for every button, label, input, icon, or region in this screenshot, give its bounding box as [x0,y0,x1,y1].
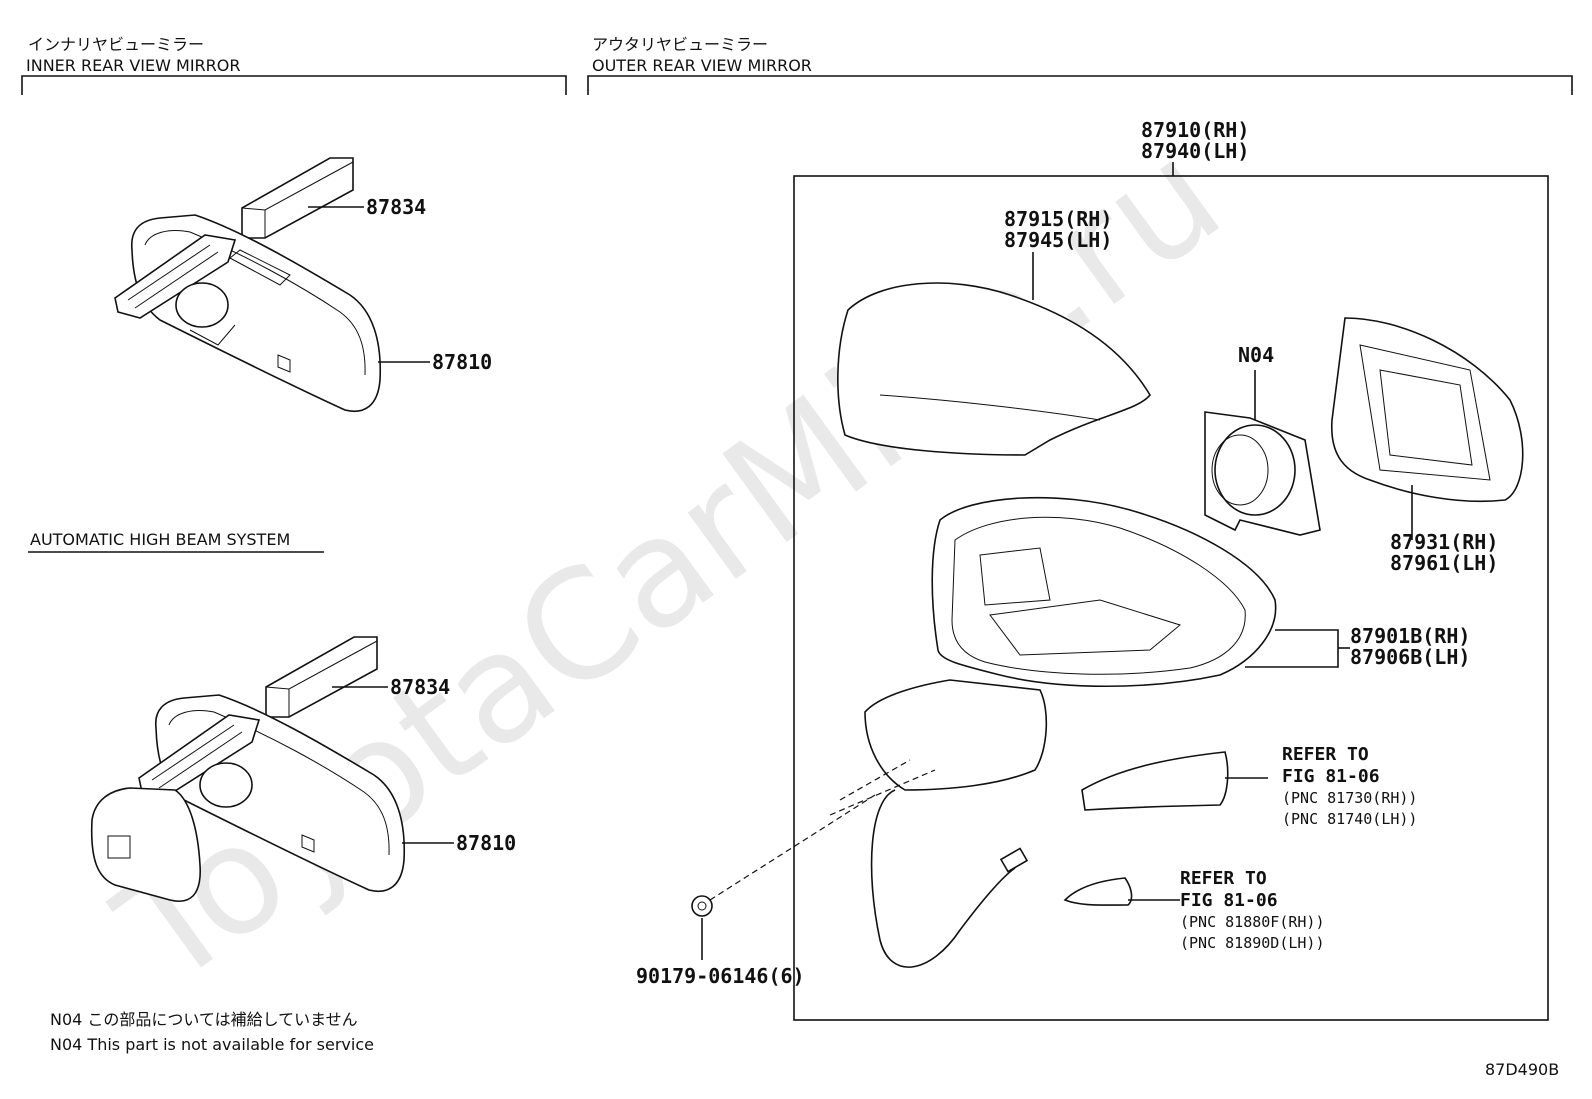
harness-connector [999,847,1029,873]
mirror-housing-87901b [931,496,1277,688]
high-beam-camera [90,787,201,902]
screw-label: 90179-06146(6) [636,964,805,988]
mirror-cover-87915 [837,282,1151,456]
assembly-label-lh: 87940(LH) [1141,139,1249,163]
outer-title-en: OUTER REAR VIEW MIRROR [592,56,812,75]
inner-mirror-body-87810 [131,214,382,412]
assembly-label-rh: 87910(RH) [1141,118,1249,142]
wire-harness [870,789,1016,968]
mirror-cover-87834 [241,157,354,239]
ref2-line1: REFER TO [1180,868,1267,889]
housing-label-rh: 87901B(RH) [1350,624,1470,648]
inner-mirror-drawing-bottom [90,636,406,902]
part-label-87810-bottom: 87810 [456,831,516,855]
assembly-box [793,175,1549,1021]
inner-mirror-drawing-top [114,157,382,412]
glass-label-lh: 87961(LH) [1390,551,1498,575]
note-en: N04 This part is not available for servi… [50,1035,374,1054]
ref1-line4: (PNC 81740(LH)) [1282,810,1417,828]
note-jp: N04 この部品については補給していません [50,1010,358,1029]
ref1-line2: FIG 81-06 [1282,766,1380,787]
inner-mirror-section: インナリヤビューミラー INNER REAR VIEW MIRROR 87834… [21,35,567,1054]
screw-nut [691,895,713,917]
mirror-base [864,679,1048,791]
outer-section-bracket [587,75,1573,95]
cover-label-lh: 87945(LH) [1004,228,1112,252]
turn-signal-lens [1081,751,1229,811]
ref1-line1: REFER TO [1282,744,1369,765]
part-label-87834-top: 87834 [366,195,426,219]
ref2-line2: FIG 81-06 [1180,890,1278,911]
inner-title-en: INNER REAR VIEW MIRROR [26,56,241,75]
cover-label-rh: 87915(RH) [1004,207,1112,231]
glass-label-rh: 87931(RH) [1390,530,1498,554]
inner-title-jp: インナリヤビューミラー [28,35,204,54]
screw-dashed-leaders [709,759,936,901]
mirror-glass-87931 [1330,317,1524,503]
side-lamp [1063,877,1133,906]
mirror-mount-bracket [114,234,237,319]
part-label-87810-top: 87810 [432,350,492,374]
inner-section-bracket [21,75,567,95]
motor-label: N04 [1238,343,1274,367]
ref2-line3: (PNC 81880F(RH)) [1180,913,1325,931]
housing-label-lh: 87906B(LH) [1350,645,1470,669]
outer-mirror-section: アウタリヤビューミラー OUTER REAR VIEW MIRROR 87910… [587,35,1573,1021]
ref2-line4: (PNC 81890D(LH)) [1180,934,1325,952]
outer-title-jp: アウタリヤビューミラー [592,35,768,54]
part-label-87834-bottom: 87834 [390,675,450,699]
ref1-line3: (PNC 81730(RH)) [1282,789,1417,807]
figure-id: 87D490B [1485,1060,1559,1079]
subsection-title: AUTOMATIC HIGH BEAM SYSTEM [30,530,290,549]
